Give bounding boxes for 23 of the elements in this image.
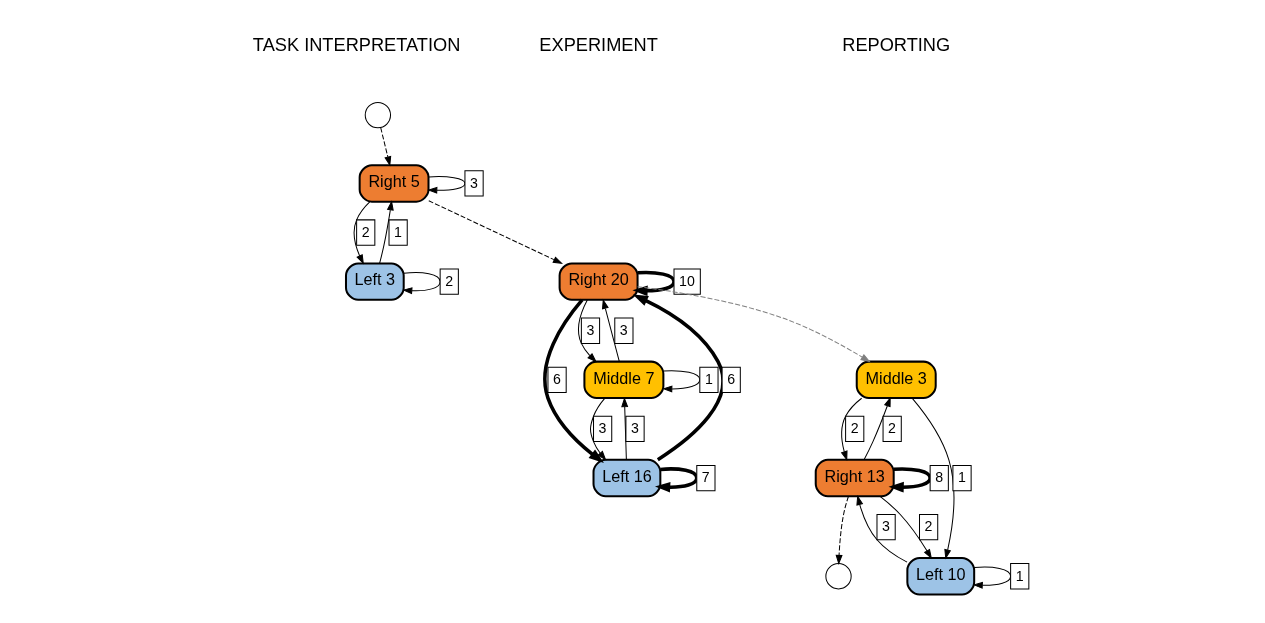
label: REPORTING [841, 35, 950, 56]
edge-label: 3 [469, 174, 478, 191]
edge-label: 7 [701, 469, 710, 486]
edge-label: 2 [444, 272, 453, 289]
edge-label: 1 [1015, 567, 1024, 584]
edge-label: 1 [393, 223, 402, 240]
edge-label: 6 [552, 371, 561, 388]
edge-label: 1 [957, 469, 966, 486]
edge-label: 2 [924, 518, 932, 535]
edge-label: 3 [630, 420, 639, 437]
edge-label: 10 [678, 272, 695, 289]
edge-label: 8 [934, 469, 943, 486]
label: TASK INTERPRETATION [252, 35, 460, 56]
edge-label: 3 [585, 321, 594, 338]
label: EXPERIMENT [538, 35, 658, 56]
edge-label: 2 [361, 223, 370, 240]
edge-label: 3 [619, 321, 628, 338]
edge-label: 1 [704, 371, 713, 388]
edge-label: 2 [887, 420, 896, 437]
edge-label: 6 [726, 371, 735, 388]
edge-label: 3 [881, 518, 890, 535]
edge-label: 3 [598, 420, 606, 437]
edge-label: 2 [850, 420, 859, 437]
